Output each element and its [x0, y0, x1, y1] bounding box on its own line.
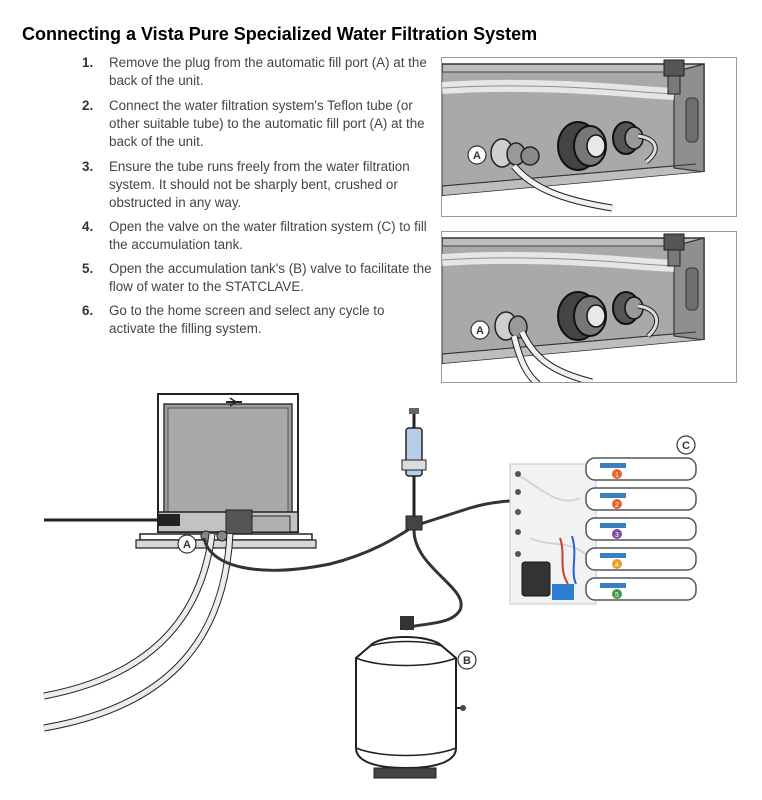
step-4: 4. Open the valve on the water filtratio…	[82, 218, 432, 254]
tee-valve	[401, 408, 427, 531]
step-text: Open the valve on the water filtration s…	[109, 219, 427, 252]
svg-text:A: A	[476, 325, 484, 337]
port-fitting	[490, 138, 540, 168]
callout-b: B	[457, 650, 477, 670]
filter-cartridge-2: 2	[585, 487, 697, 511]
step-6: 6. Go to the home screen and select any …	[82, 302, 432, 338]
system-drawing: A	[43, 393, 697, 779]
system-connection-diagram: A	[0, 388, 762, 800]
large-fitting	[557, 291, 607, 341]
step-text: Connect the water filtration system's Te…	[109, 98, 425, 149]
unit-back-plug-drawing: A	[442, 58, 736, 216]
step-text: Open the accumulation tank's (B) valve t…	[109, 261, 432, 294]
filter-cartridge-3: 3	[585, 517, 697, 541]
svg-text:3: 3	[615, 532, 619, 539]
step-text: Go to the home screen and select any cyc…	[109, 303, 385, 336]
callout-c: C	[676, 435, 696, 455]
step-3: 3. Ensure the tube runs freely from the …	[82, 158, 432, 212]
svg-text:A: A	[473, 150, 481, 162]
step-number: 4.	[82, 219, 94, 234]
svg-text:C: C	[682, 440, 690, 452]
page-title: Connecting a Vista Pure Specialized Wate…	[22, 24, 538, 44]
accumulation-tank	[355, 616, 466, 779]
statclave-unit	[135, 393, 317, 549]
detail-illustration-plug: A	[441, 57, 737, 217]
filter-cartridge-5: 5	[585, 577, 697, 601]
step-text: Ensure the tube runs freely from the wat…	[109, 159, 410, 210]
svg-text:B: B	[463, 655, 471, 667]
callout-a-main: A	[177, 534, 197, 554]
svg-text:2: 2	[615, 502, 619, 509]
step-5: 5. Open the accumulation tank's (B) valv…	[82, 260, 432, 296]
small-fitting	[612, 121, 658, 164]
callout-a-detail-2: A	[470, 320, 490, 340]
svg-text:1: 1	[615, 472, 619, 479]
step-1: 1. Remove the plug from the automatic fi…	[82, 54, 432, 90]
step-2: 2. Connect the water filtration system's…	[82, 97, 432, 151]
step-number: 1.	[82, 55, 94, 70]
step-number: 2.	[82, 98, 94, 113]
filter-cartridge-4: 4	[585, 547, 697, 571]
step-number: 5.	[82, 261, 94, 276]
instruction-steps: 1. Remove the plug from the automatic fi…	[82, 54, 432, 338]
filter-cartridge-1: 1	[585, 457, 697, 481]
svg-text:4: 4	[615, 562, 619, 569]
svg-text:A: A	[183, 539, 191, 551]
callout-a-detail-1: A	[467, 145, 487, 165]
detail-illustration-tube-connected: A	[441, 231, 737, 383]
step-text: Remove the plug from the automatic fill …	[109, 55, 427, 88]
step-number: 6.	[82, 303, 94, 318]
unit-back-tube-drawing: A	[442, 232, 736, 382]
step-number: 3.	[82, 159, 94, 174]
svg-text:5: 5	[615, 592, 619, 599]
filtration-system: 1 2 3 4	[509, 457, 697, 605]
large-fitting	[557, 121, 607, 171]
small-fitting	[612, 291, 660, 338]
